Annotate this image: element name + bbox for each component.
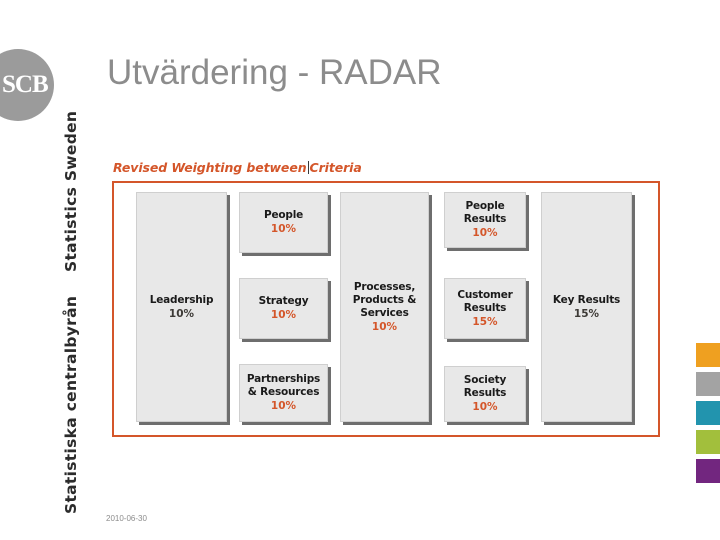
criterion-box-key-results[interactable]: Key Results 15% [541,192,632,422]
scb-logo: SCB [0,49,54,121]
criterion-percent: 10% [472,401,498,413]
figure-frame: Leadership 10% People 10% Strategy 10% P… [112,181,660,437]
criterion-label: Leadership [149,293,214,306]
swatch-teal [696,401,720,425]
swatch-green [696,430,720,454]
criterion-percent: 10% [270,223,297,235]
criterion-label: People [263,209,304,221]
criterion-box-partnerships[interactable]: Partnerships& Resources 10% [239,364,328,422]
criterion-percent: 10% [270,309,297,321]
criterion-box-leadership[interactable]: Leadership 10% [136,192,227,422]
criterion-label: Key Results [552,293,621,306]
figure-caption-before: Revised Weighting between [113,160,307,175]
criterion-label: Processes,Products &Services [352,280,417,319]
criterion-percent: 10% [270,400,297,412]
criterion-box-people[interactable]: People 10% [239,192,328,253]
criterion-percent: 15% [573,307,600,320]
criterion-percent: 10% [472,227,498,239]
criterion-label: Strategy [258,295,309,307]
criterion-percent: 10% [371,320,398,333]
criterion-box-strategy[interactable]: Strategy 10% [239,278,328,339]
text-caret [307,161,309,174]
swatch-purple [696,459,720,483]
scb-logo-text: SCB [2,71,49,98]
criterion-percent: 15% [472,315,498,328]
criterion-percent: 10% [168,307,195,320]
slide-date: 2010-06-30 [106,514,147,523]
criterion-box-processes[interactable]: Processes,Products &Services 10% [340,192,429,422]
swatch-orange [696,343,720,367]
sidebar-label-english: Statistics Sweden [62,110,80,272]
sidebar-label-swedish: Statistiska centralbyrån [62,295,80,514]
criterion-label: Partnerships& Resources [246,373,321,398]
page-title: Utvärdering - RADAR [107,53,442,92]
swatch-gray [696,372,720,396]
figure-caption-after: Criteria [309,160,362,175]
